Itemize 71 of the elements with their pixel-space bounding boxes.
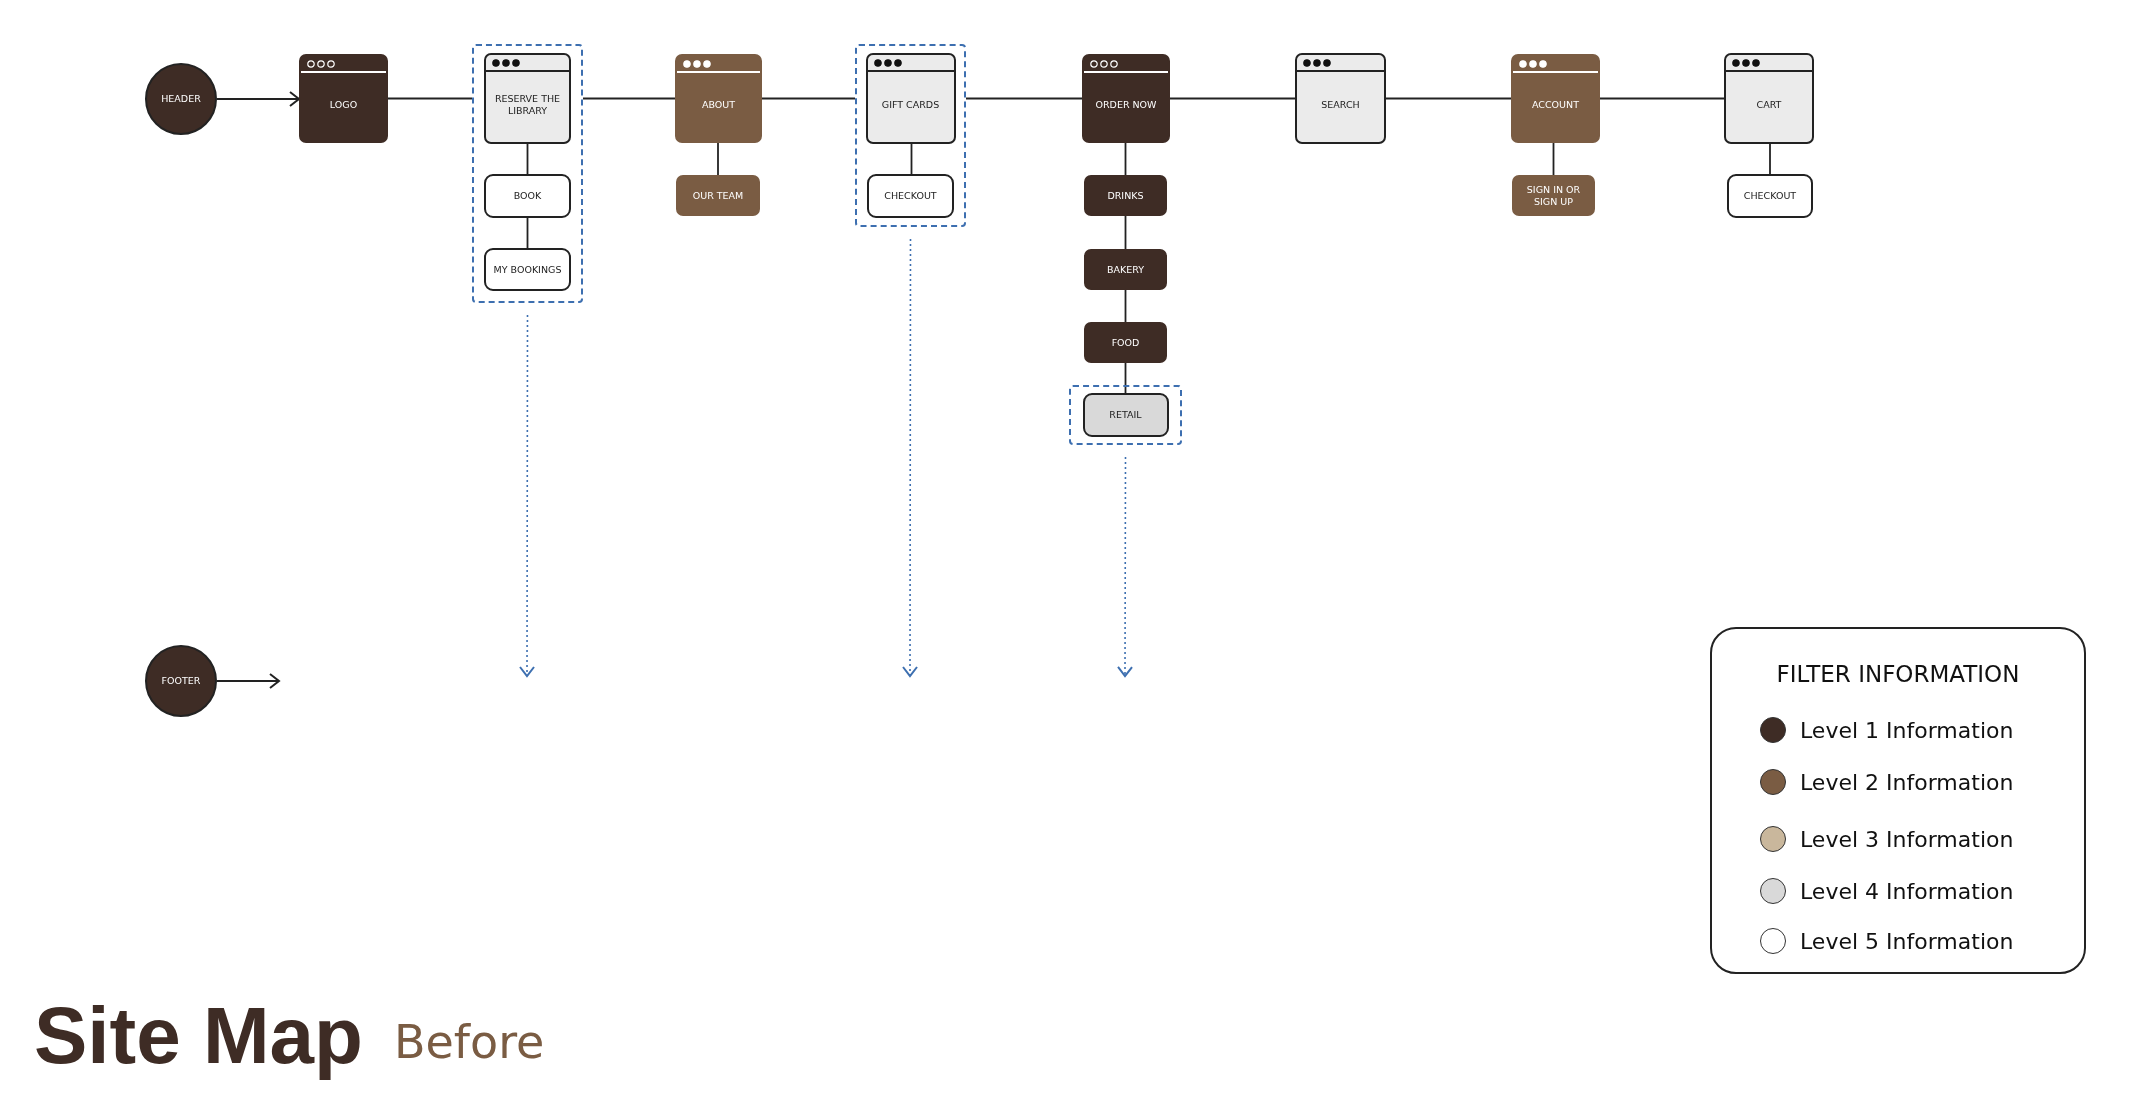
- connector-line: [1169, 97, 1296, 100]
- connector-line: [1599, 97, 1725, 100]
- page-box: [867, 174, 954, 218]
- page-box: [1082, 393, 1169, 437]
- connector-line: [910, 143, 913, 175]
- node-label: OUR TEAM: [691, 189, 745, 202]
- connector-line: [1769, 143, 1771, 175]
- connector-line: [582, 97, 676, 100]
- page-box: [484, 248, 571, 291]
- page-box: [484, 174, 571, 218]
- connector-line: [526, 217, 529, 249]
- connector-line: [1552, 142, 1555, 176]
- dashed-group-frame: [855, 44, 966, 227]
- connector-line: [387, 97, 473, 100]
- legend-text: Level 5 Information: [1800, 928, 2014, 954]
- node-label: RETAIL: [1108, 409, 1143, 421]
- page-box: [1084, 249, 1167, 290]
- node-label: BAKERY: [1105, 263, 1145, 276]
- node-label: LOGO: [328, 98, 359, 111]
- node-label: DRINKS: [1106, 189, 1145, 202]
- connector-line: [526, 143, 529, 175]
- arrow: [902, 238, 918, 677]
- node-label: SIGN IN OR SIGN UP: [1525, 183, 1582, 208]
- arrow: [519, 314, 535, 677]
- arrow: [1117, 456, 1133, 677]
- node-label: CHECKOUT: [1742, 190, 1798, 202]
- page-title: Site Map: [34, 990, 363, 1082]
- page-window-box: [299, 54, 388, 143]
- legend-text: Level 4 Information: [1800, 878, 2014, 904]
- page-window-box: [1511, 54, 1600, 143]
- node-label: MY BOOKINGS: [492, 263, 563, 276]
- connector-line: [717, 142, 719, 176]
- page-window-box: [484, 53, 571, 144]
- node-label: CART: [1755, 98, 1783, 111]
- legend-text: Level 3 Information: [1800, 826, 2014, 852]
- node-label: ORDER NOW: [1094, 98, 1158, 111]
- dashed-group-frame: [1069, 385, 1182, 445]
- page-window-box: [1082, 54, 1170, 143]
- connector-line: [1124, 362, 1127, 394]
- node-label: FOOTER: [160, 675, 202, 687]
- legend-text: Level 2 Information: [1800, 769, 2014, 795]
- page-window-box: [675, 54, 762, 143]
- node-label: GIFT CARDS: [880, 98, 941, 111]
- node-label: FOOD: [1110, 336, 1141, 349]
- page-box: [1084, 322, 1167, 363]
- connector-line: [1124, 215, 1127, 250]
- page-window-box: [1724, 53, 1814, 144]
- page-box: [1727, 174, 1813, 218]
- page-box: [1084, 175, 1167, 216]
- arrow: [216, 673, 280, 689]
- connector-line: [965, 97, 1083, 100]
- connector-line: [761, 97, 856, 100]
- arrow: [216, 91, 300, 107]
- node-label: SEARCH: [1320, 98, 1361, 111]
- connector-line: [1385, 97, 1512, 100]
- node-label: HEADER: [160, 93, 202, 105]
- node-label: RESERVE THE LIBRARY: [493, 92, 562, 117]
- page-box: [676, 175, 760, 216]
- node-label: ABOUT: [700, 98, 737, 111]
- page-window-box: [865, 53, 956, 144]
- page-window-box: [1295, 53, 1386, 144]
- connector-line: [1124, 142, 1127, 176]
- page-box: [1512, 175, 1595, 216]
- connector-line: [1124, 289, 1127, 323]
- legend-text: Level 1 Information: [1800, 717, 2014, 743]
- node-label: CHECKOUT: [883, 190, 938, 202]
- node-label: ACCOUNT: [1531, 98, 1580, 111]
- node-label: BOOK: [512, 190, 543, 202]
- dashed-group-frame: [472, 44, 583, 303]
- legend-title: FILTER INFORMATION: [1775, 661, 2021, 687]
- subtitle-text: Before: [394, 1015, 545, 1069]
